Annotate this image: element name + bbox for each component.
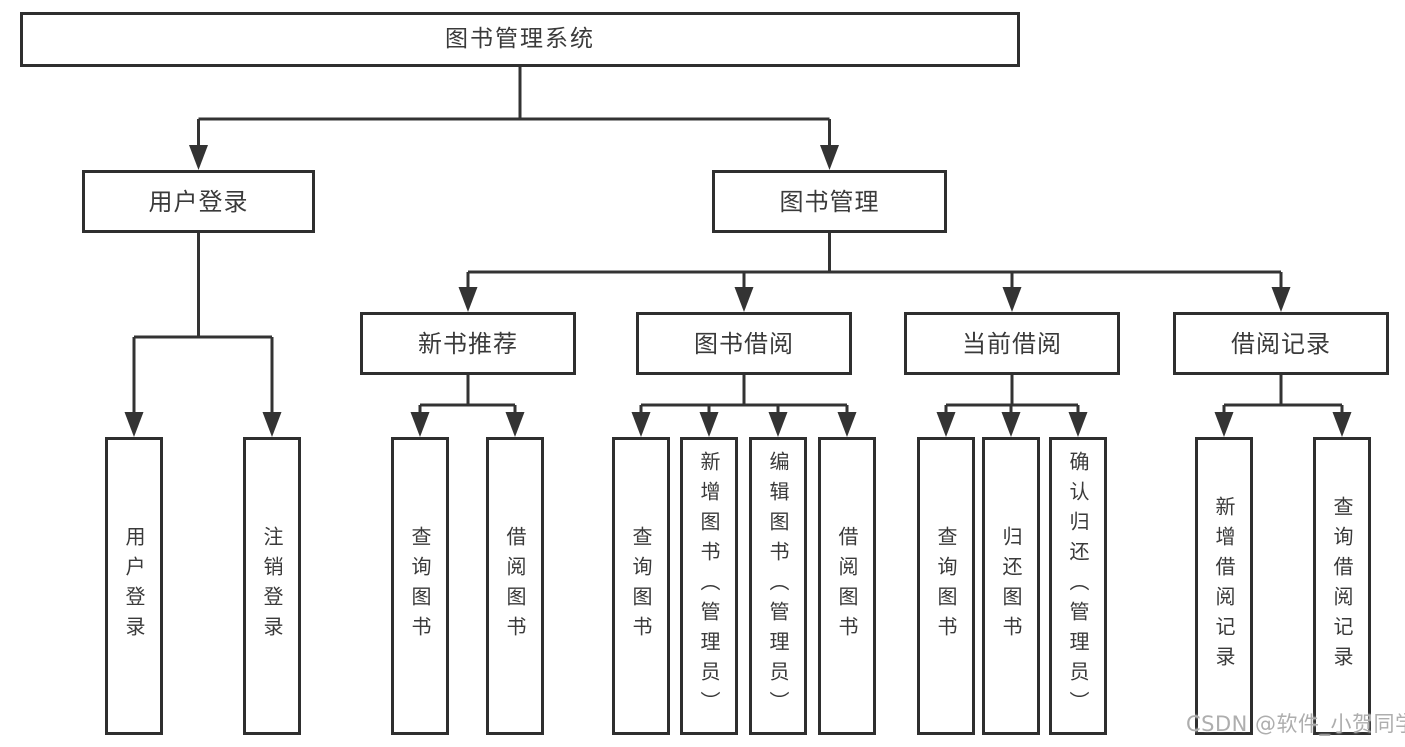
leaf-return-book: 归还图书 (982, 437, 1040, 735)
arrowhead (936, 412, 956, 437)
leaf-edit-book-admin: 编辑图书（管理员） (749, 437, 807, 735)
node-root: 图书管理系统 (20, 12, 1020, 67)
leaf-add-borrow-record: 新增借阅记录 (1195, 437, 1253, 735)
connector-bookborrow-to-leaves (639, 375, 849, 416)
connector-root-to-level2 (197, 67, 831, 150)
watermark-text: CSDN @软件_小贺同学 (1186, 712, 1405, 736)
arrowhead (262, 412, 282, 437)
leaf-add-book-admin: 新增图书（管理员） (680, 437, 738, 735)
leaf-query-books-current: 查询图书 (917, 437, 975, 735)
arrowhead (505, 412, 525, 437)
leaf-query-books-recommend: 查询图书 (391, 437, 449, 735)
arrowhead (820, 145, 839, 170)
arrowhead (1002, 287, 1022, 312)
arrowhead (699, 412, 719, 437)
connector-userlogin-to-leaves (132, 233, 274, 416)
connector-currentborrow-to-leaves (944, 375, 1080, 416)
node-borrow-records: 借阅记录 (1173, 312, 1389, 375)
leaf-query-borrow-record: 查询借阅记录 (1313, 437, 1371, 735)
arrowhead (1001, 412, 1021, 437)
leaf-user-login: 用户登录 (105, 437, 163, 735)
leaf-query-books-borrow: 查询图书 (612, 437, 670, 735)
arrowhead (1332, 412, 1352, 437)
arrowhead (631, 412, 651, 437)
arrowhead (124, 412, 144, 437)
arrowheads (124, 145, 1352, 437)
arrowhead (837, 412, 857, 437)
arrowhead (458, 287, 478, 312)
node-new-book-recommend: 新书推荐 (360, 312, 576, 375)
leaf-borrow-books-recommend: 借阅图书 (486, 437, 544, 735)
node-user-login: 用户登录 (82, 170, 315, 233)
arrowhead (734, 287, 754, 312)
node-book-borrow: 图书借阅 (636, 312, 852, 375)
leaf-confirm-return-admin: 确认归还（管理员） (1049, 437, 1107, 735)
connector-newbook-to-leaves (418, 375, 517, 416)
arrowhead (410, 412, 430, 437)
arrowhead (768, 412, 788, 437)
arrowhead (1271, 287, 1291, 312)
node-book-management: 图书管理 (712, 170, 947, 233)
connector-borrowrecords-to-leaves (1222, 375, 1344, 416)
connector-bookmgmt-to-level3 (466, 233, 1283, 290)
node-current-borrow: 当前借阅 (904, 312, 1120, 375)
arrowhead (1068, 412, 1088, 437)
leaf-logout: 注销登录 (243, 437, 301, 735)
arrowhead (1214, 412, 1234, 437)
arrowhead (189, 145, 208, 170)
leaf-borrow-books: 借阅图书 (818, 437, 876, 735)
